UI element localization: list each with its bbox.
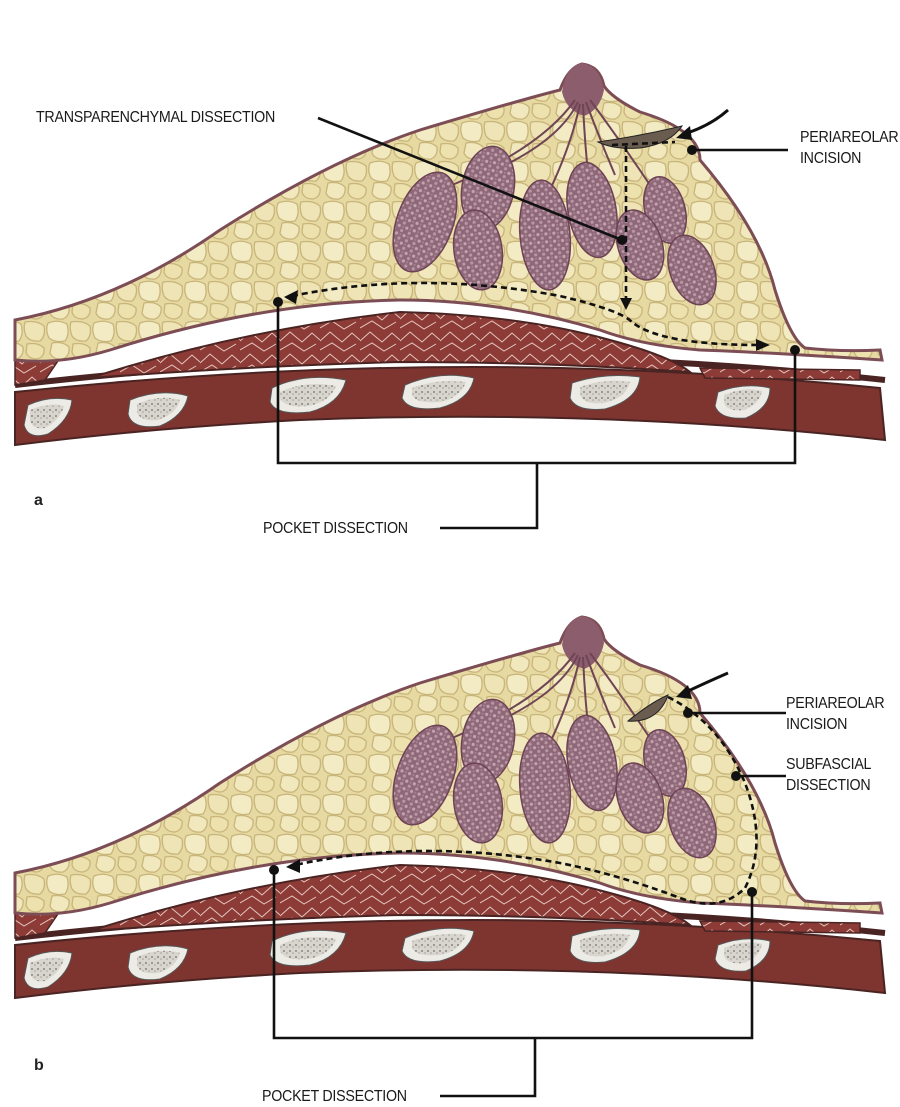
subfascial-dissection-path bbox=[294, 695, 758, 905]
label-periareolar-incision-line2: INCISION bbox=[800, 150, 862, 167]
ribs bbox=[23, 374, 771, 437]
ribs bbox=[23, 927, 771, 990]
panel-label-b: b bbox=[34, 1057, 44, 1074]
arrowhead bbox=[284, 290, 298, 304]
pectoralis-muscle bbox=[89, 863, 694, 932]
incision-arrow bbox=[683, 671, 729, 695]
glandular-lobules bbox=[392, 145, 717, 306]
label-periareolar-incision-line2: INCISION bbox=[786, 716, 848, 733]
label-subfascial-dissection-line1: SUBFASCIAL bbox=[786, 756, 872, 773]
pectoralis-muscle bbox=[89, 310, 694, 379]
anatomy-illustration-a bbox=[13, 62, 887, 530]
scalpel-incision-icon bbox=[596, 125, 684, 149]
pocket-dissection-path bbox=[291, 281, 761, 347]
scalpel-incision-icon bbox=[626, 694, 669, 722]
label-periareolar-incision-line1: PERIAREOLAR bbox=[786, 695, 885, 712]
label-pocket-dissection: POCKET DISSECTION bbox=[263, 520, 408, 537]
glandular-lobules bbox=[392, 698, 717, 859]
transparenchymal-path bbox=[611, 140, 676, 147]
arrowhead bbox=[756, 339, 770, 351]
leader-lines bbox=[276, 116, 797, 530]
anatomy-illustration-b bbox=[13, 615, 887, 1098]
leader-lines bbox=[272, 711, 786, 1098]
intercostal-muscle-layer bbox=[14, 366, 887, 447]
arrowhead bbox=[620, 298, 632, 310]
panel-b: PERIAREOLAR INCISION SUBFASCIAL DISSECTI… bbox=[0, 553, 900, 1107]
label-transparenchymal-dissection: TRANSPARENCHYMAL DISSECTION bbox=[36, 109, 275, 126]
label-pocket-dissection: POCKET DISSECTION bbox=[262, 1088, 407, 1105]
label-periareolar-incision-line1: PERIAREOLAR bbox=[800, 129, 899, 146]
label-subfascial-dissection-line2: DISSECTION bbox=[786, 777, 871, 794]
arrowhead bbox=[286, 859, 300, 873]
panel-a: TRANSPARENCHYMAL DISSECTION PERIAREOLAR … bbox=[0, 0, 900, 553]
panel-label-a: a bbox=[34, 492, 43, 509]
